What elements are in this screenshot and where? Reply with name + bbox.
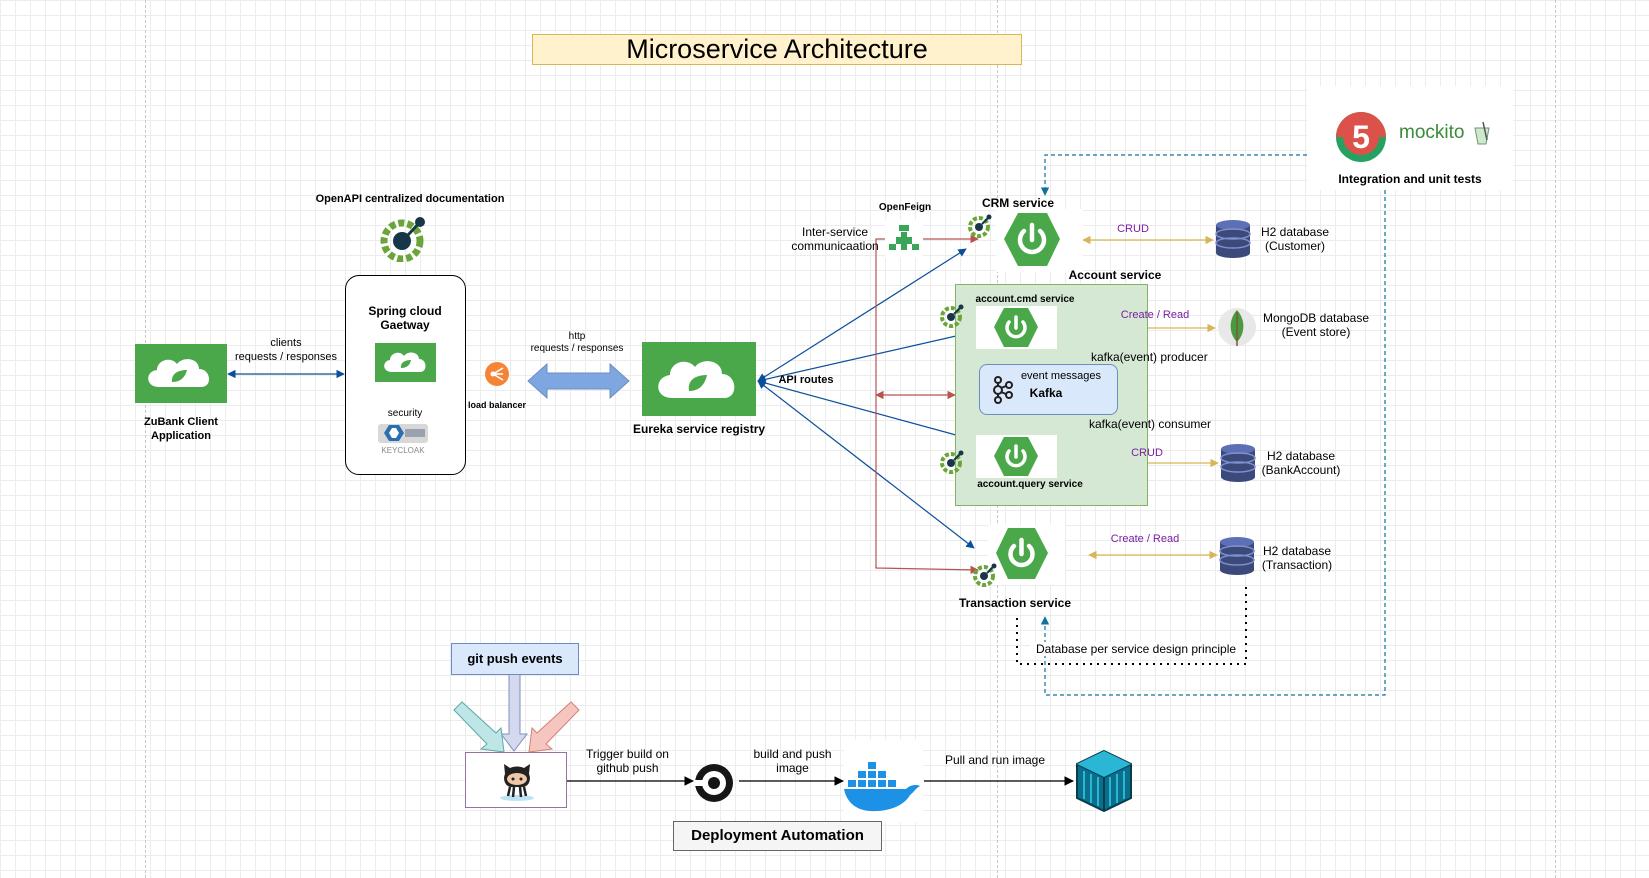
client-app-node (135, 344, 227, 403)
tests-label: Integration and unit tests (1338, 172, 1482, 186)
gateway-security-label: security (387, 408, 423, 419)
account-cmd-edge-label: Create / Read (1120, 309, 1190, 321)
actuator-icon (973, 563, 997, 587)
database-icon (1219, 443, 1257, 483)
load-balancer-label: load balancer (467, 400, 527, 410)
edge-eureka-account-query (757, 378, 979, 444)
container-icon (1074, 749, 1134, 813)
gateway-spring-tile (375, 343, 436, 382)
account-cmd-node (976, 306, 1057, 349)
kafka-consumer-label: kafka(event) consumer (1089, 417, 1212, 431)
spring-boot-power-icon (1004, 213, 1060, 266)
github-octocat-icon (498, 758, 536, 802)
edge-gateway-eureka (527, 362, 630, 400)
mongo-db-label: MongoDB database(Event store) (1262, 311, 1370, 339)
page-title: Microservice Architecture (532, 34, 1022, 65)
account-cmd-label: account.cmd service (975, 294, 1075, 305)
edge-openfeign-transaction (875, 565, 979, 575)
kafka-title: event messages (1020, 370, 1102, 382)
spring-cloud-icon (384, 352, 426, 372)
db-principle-label: Database per service design principle (1030, 642, 1242, 656)
mockito-icon: mockito (1399, 122, 1465, 143)
tests-node: 5 mockito Integration and unit tests (1307, 86, 1513, 190)
openfeign-icon (885, 220, 923, 258)
keycloak-icon: KEYCLOAK (378, 421, 428, 457)
crm-node (996, 209, 1083, 272)
eureka-label: Eureka service registry (632, 422, 766, 436)
kafka-node: event messages Kafka (979, 364, 1118, 415)
database-icon (1214, 219, 1252, 259)
openapi-icon (380, 214, 428, 263)
edge-tests-crm (1040, 154, 1307, 196)
git-push-arrow-center (499, 673, 529, 752)
transaction-edge-label: Create / Read (1110, 533, 1180, 545)
actuator-icon (940, 304, 964, 328)
kafka-icon (990, 376, 1014, 404)
edge-tests-transaction (1040, 190, 1386, 696)
db-principle-bracket (1016, 583, 1247, 665)
pull-run-label: Pull and run image (944, 753, 1046, 767)
docker-node (844, 740, 923, 822)
eureka-node (642, 342, 756, 416)
keycloak-text: KEYCLOAK (381, 446, 425, 455)
actuator-icon (968, 214, 992, 238)
spring-boot-power-icon (996, 528, 1048, 579)
github-node (465, 752, 567, 808)
crm-crud-label: CRUD (1117, 223, 1149, 235)
load-balancer-icon (484, 361, 510, 387)
account-service-label: Account service (1068, 268, 1162, 282)
spring-cloud-icon (658, 361, 735, 398)
circleci-icon (694, 763, 734, 803)
page-divider (1555, 0, 1556, 878)
junit5-glyph: 5 (1352, 119, 1370, 155)
edge-eureka-crm (757, 248, 967, 382)
crm-db-label: H2 database(Customer) (1260, 225, 1330, 253)
git-push-events-box: git push events (451, 643, 579, 675)
database-icon (1218, 536, 1256, 576)
junit5-icon: 5 (1335, 111, 1387, 163)
kafka-producer-label: kafka(event) producer (1091, 350, 1208, 364)
account-query-node (976, 435, 1057, 478)
git-push-arrow-left (453, 701, 505, 753)
account-query-db-label: H2 database(BankAccount) (1261, 449, 1341, 477)
transaction-db-label: H2 database(Transaction) (1261, 544, 1333, 572)
transaction-node (988, 525, 1065, 585)
edge-openfeign-crm (875, 234, 979, 568)
crm-label: CRM service (981, 196, 1055, 210)
actuator-icon (940, 450, 964, 474)
edge-eureka-account-cmd (757, 328, 979, 384)
spring-cloud-icon (148, 359, 210, 387)
edge-eureka-transaction (757, 380, 975, 549)
openapi-label: OpenAPI centralized documentation (315, 193, 505, 205)
mongodb-leaf-icon (1218, 306, 1256, 348)
transaction-label: Transaction service (958, 596, 1072, 610)
docker-whale-icon (844, 762, 920, 812)
account-query-label: account.query service (977, 479, 1083, 490)
openfeign-label: OpenFeign (878, 202, 932, 213)
kafka-name: Kafka (1029, 386, 1063, 400)
spring-boot-power-icon (994, 308, 1038, 347)
git-push-arrow-right (528, 701, 580, 753)
mockito-drink-icon (1471, 120, 1493, 146)
api-routes-label: API routes (778, 374, 834, 386)
account-query-crud-label: CRUD (1131, 447, 1163, 459)
page-divider (145, 0, 146, 878)
spring-boot-power-icon (994, 437, 1038, 476)
deployment-automation-box: Deployment Automation (673, 821, 882, 851)
